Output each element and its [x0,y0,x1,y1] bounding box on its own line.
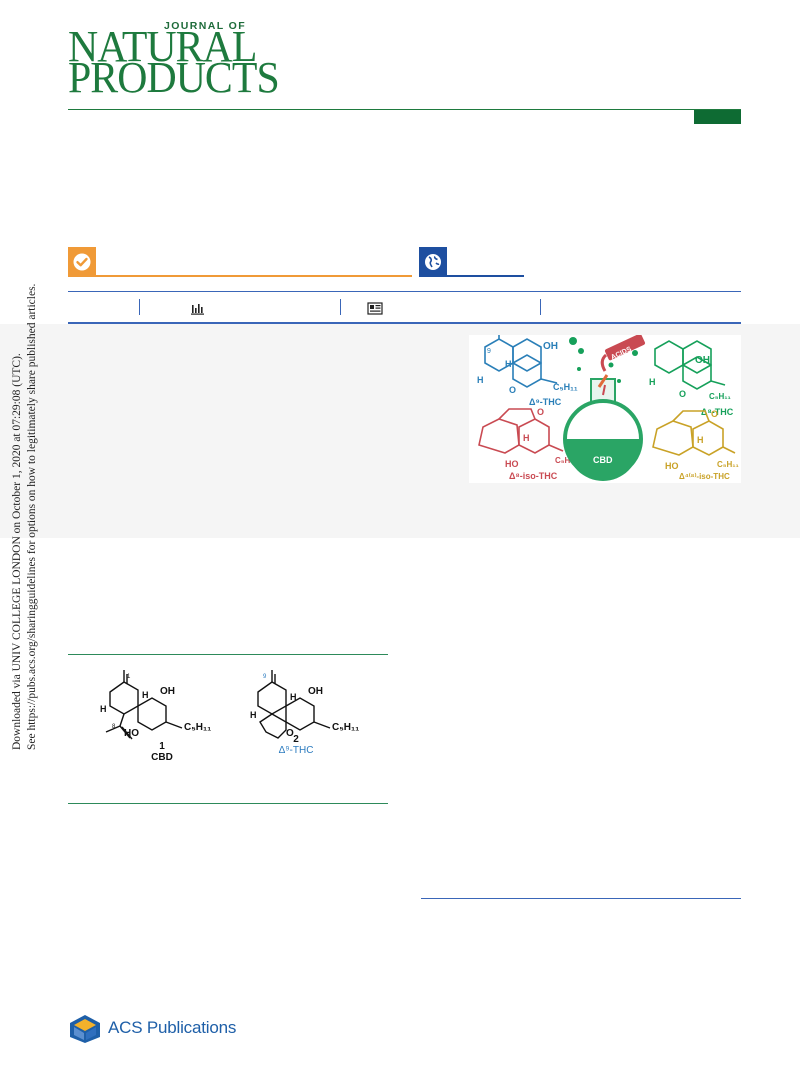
figure1-structures: 1 8 OH H H HO C₅H₁₁ 9 OH H H O C₅H₁₁ [100,670,359,740]
right-column-rule [421,898,741,899]
cbd-r: C₅H₁₁ [184,722,211,733]
toc-d9-r: C₅H₁₁ [553,382,578,392]
d8-iso-thc-structure [478,408,564,454]
thc-name: Δ⁹-THC [278,745,314,756]
toc-red-o: O [537,407,544,417]
cbd-number: 1 [159,741,165,752]
header-section-tab [694,110,741,124]
d8-thc-structure [654,340,726,390]
thc-r: C₅H₁₁ [332,722,359,733]
acs-publications-logo[interactable]: ACS Publications [68,1011,236,1045]
cbd-name: CBD [151,752,173,763]
thc-number: 2 [293,734,299,745]
cbd-oh: OH [160,686,175,697]
article-icon[interactable] [367,302,383,315]
toc-gold-ho: HO [665,461,679,471]
metrics-separator [139,299,140,315]
checkmark-circle-icon [73,253,91,271]
toc-d8-oh: OH [695,355,710,366]
toc-d9-label: Δ⁹-THC [529,397,562,407]
cbd-pos-8: 8 [112,724,116,730]
toc-cbd-label: CBD [593,455,613,465]
toc-d8-h: H [649,377,656,387]
toc-gold-r: C₅H₁₁ [717,460,740,469]
metrics-separator [540,299,541,315]
figure1-top-rule [68,654,388,655]
globe-icon [425,254,441,270]
download-notice-line2: See https://pubs.acs.org/sharingguidelin… [26,283,38,750]
toc-d9-oh: OH [543,341,558,352]
header-rule [68,109,741,110]
toc-red-ho: HO [505,459,519,469]
toc-d9-h1: H [505,359,512,369]
open-access-rule [96,275,412,277]
thc-h1: H [290,692,297,702]
toc-d9-num: 9 [487,348,491,355]
d4-8-iso-thc-structure [652,410,736,456]
acs-publications-text: ACS Publications [108,1018,237,1037]
toc-gold-h: H [697,435,704,445]
cbd-h1: H [142,690,149,700]
download-notice-line1: Downloaded via UNIV COLLEGE LONDON on Oc… [11,353,23,750]
cbd-h2: H [100,704,107,714]
journal-logo-title-line2: PRODUCTS [68,53,280,102]
download-notice: Downloaded via UNIV COLLEGE LONDON on Oc… [10,283,50,750]
journal-logo-small-title: JOURNAL OF [164,20,247,32]
journal-logo[interactable]: JOURNAL OF NATURAL PRODUCTS [68,20,288,100]
toc-d8-label: Δ⁸-THC [701,407,734,417]
journal-logo-title-line1: NATURAL [68,22,257,71]
thc-o: O [286,728,294,739]
toc-graphic-svg: OH 9 H H O C₅H₁₁ Δ⁹-THC OH H O C₅H₁₁ Δ⁸-… [477,331,740,481]
metrics-separator [340,299,341,315]
metrics-bar-top-rule [68,291,741,292]
metrics-bar-bottom-rule [68,322,741,324]
cbd-pos-1: 1 [127,674,131,680]
thc-structure [257,670,331,739]
toc-red-h: H [523,433,530,443]
open-access-badge[interactable] [68,247,96,277]
cbd-structure [105,670,183,740]
globe-rule [447,275,524,277]
thc-oh: OH [308,686,323,697]
toc-gold-label: Δ⁴⁽⁸⁾-iso-THC [679,472,730,481]
metrics-bar-chart-icon[interactable] [191,302,205,315]
toc-d8-r: C₅H₁₁ [709,392,732,401]
cbd-ho: HO [124,728,139,739]
thc-pos-9: 9 [263,674,267,680]
toc-d9-o: O [509,385,516,395]
toc-d8-o: O [679,389,686,399]
globe-badge[interactable] [419,247,447,277]
figure1-bottom-rule [68,803,388,804]
toc-red-label: Δ⁸-iso-THC [509,471,558,481]
toc-red-r: C₅H₁₁ [555,456,578,465]
toc-gold-o: O [711,409,718,419]
toc-d9-h2: H [477,375,484,385]
toc-graphic: OH 9 H H O C₅H₁₁ Δ⁹-THC OH H O C₅H₁₁ Δ⁸-… [469,331,741,483]
acs-hexagon-icon [70,1015,100,1043]
thc-h2: H [250,710,257,720]
flask-illustration [563,333,646,481]
